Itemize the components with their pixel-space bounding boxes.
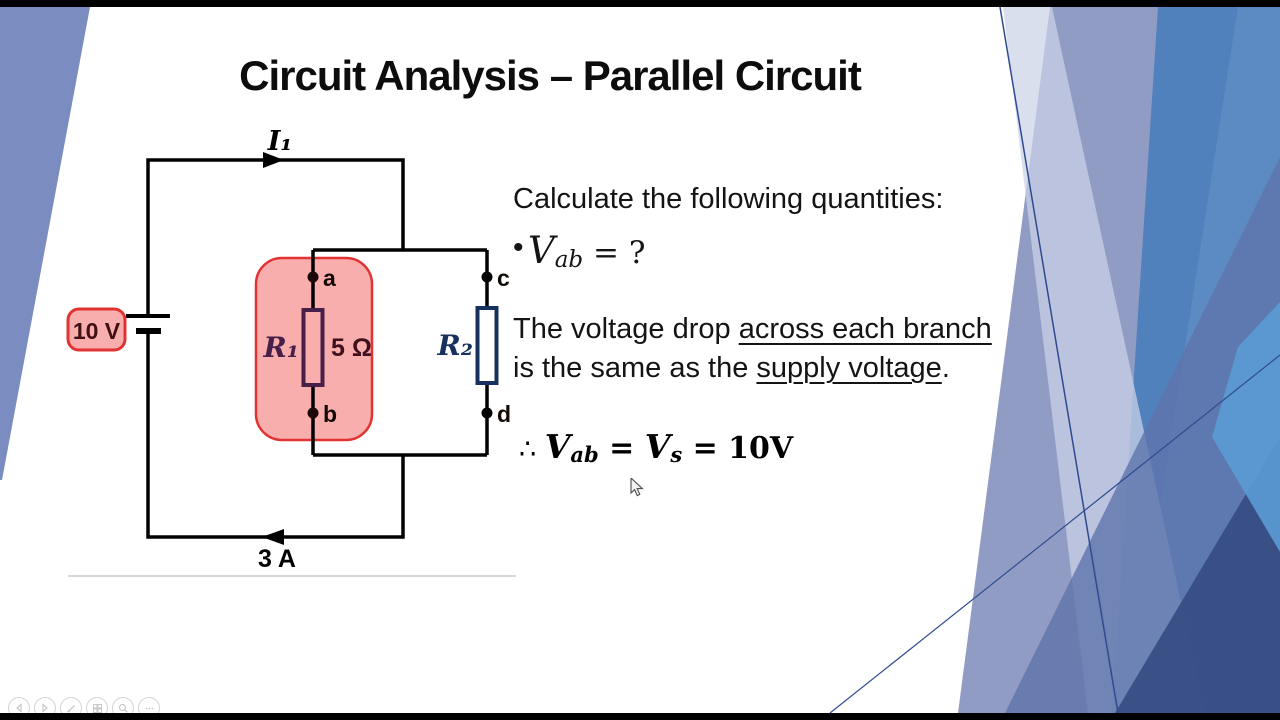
conclusion-v2: V — [644, 427, 671, 466]
statement-line-1: The voltage drop across each branch — [513, 310, 1073, 349]
mouse-cursor-icon — [630, 476, 646, 503]
conclusion-equation: ∴ Vab = Vs = 10V — [519, 427, 793, 467]
current-arrow-right-icon — [263, 152, 284, 168]
letterbox-top — [0, 0, 1280, 7]
node-c-label: c — [497, 265, 510, 291]
node-d-dot — [481, 407, 493, 419]
r1-value-label: 5 Ω — [331, 334, 372, 362]
statement-line2-pre: is the same as the — [513, 352, 757, 384]
node-c-dot — [481, 271, 493, 283]
bullet-math-line: • Vab = ? — [513, 229, 913, 273]
voltage-badge-label: 10 V — [73, 318, 121, 344]
statement-line1-pre: The voltage drop — [513, 313, 739, 345]
current-bottom-label: 3 A — [258, 545, 296, 573]
node-b-label: b — [323, 401, 337, 427]
statement-line-2: is the same as the supply voltage. — [513, 349, 1073, 388]
slide-title: Circuit Analysis – Parallel Circuit — [239, 52, 862, 99]
voltage-badge — [66, 307, 127, 352]
vab-variable: V — [527, 229, 555, 272]
prompt-text: Calculate the following quantities: — [513, 183, 944, 215]
statement-line1-underline: across each branch — [738, 313, 992, 345]
previous-icon — [16, 703, 22, 713]
see-all-slides-icon — [92, 703, 102, 713]
conclusion-eq1: = — [598, 431, 645, 466]
resistor-r1 — [301, 308, 325, 387]
slide: Circuit Analysis – Parallel Circuit — [0, 7, 1280, 713]
node-d-label: d — [497, 401, 511, 427]
bullet-glyph: • — [513, 231, 524, 264]
resistor-r2 — [475, 306, 499, 385]
r2-label: R₂ — [436, 329, 473, 362]
vab-subscript: ab — [554, 247, 584, 274]
statement-line2-post: . — [941, 352, 950, 384]
circuit-diagram: 10 V I₁ R₁ 5 Ω R₂ a b c d 3 A — [66, 126, 516, 577]
more-options-icon — [145, 707, 153, 709]
r1-label: R₁ — [262, 331, 299, 364]
zoom-icon — [118, 703, 128, 713]
vab-equals-question: = ? — [583, 235, 646, 271]
letterbox-bottom — [0, 713, 1280, 720]
conclusion-v1-sub: ab — [570, 442, 599, 468]
conclusion-eq2: = — [682, 431, 729, 466]
conclusion-v2-sub: s — [670, 442, 683, 468]
node-a-dot — [307, 271, 319, 283]
pen-icon — [66, 704, 75, 713]
therefore-symbol: ∴ — [519, 434, 545, 465]
current-top-label: I₁ — [267, 126, 292, 157]
next-icon — [42, 703, 48, 713]
node-a-label: a — [323, 265, 336, 291]
statement-text: The voltage drop across each branch is t… — [513, 310, 1073, 388]
statement-line2-underline: supply voltage — [756, 352, 942, 384]
conclusion-result: 10V — [728, 431, 794, 466]
conclusion-v1: V — [544, 427, 571, 466]
current-arrow-left-icon — [262, 529, 284, 545]
node-b-dot — [307, 407, 319, 419]
